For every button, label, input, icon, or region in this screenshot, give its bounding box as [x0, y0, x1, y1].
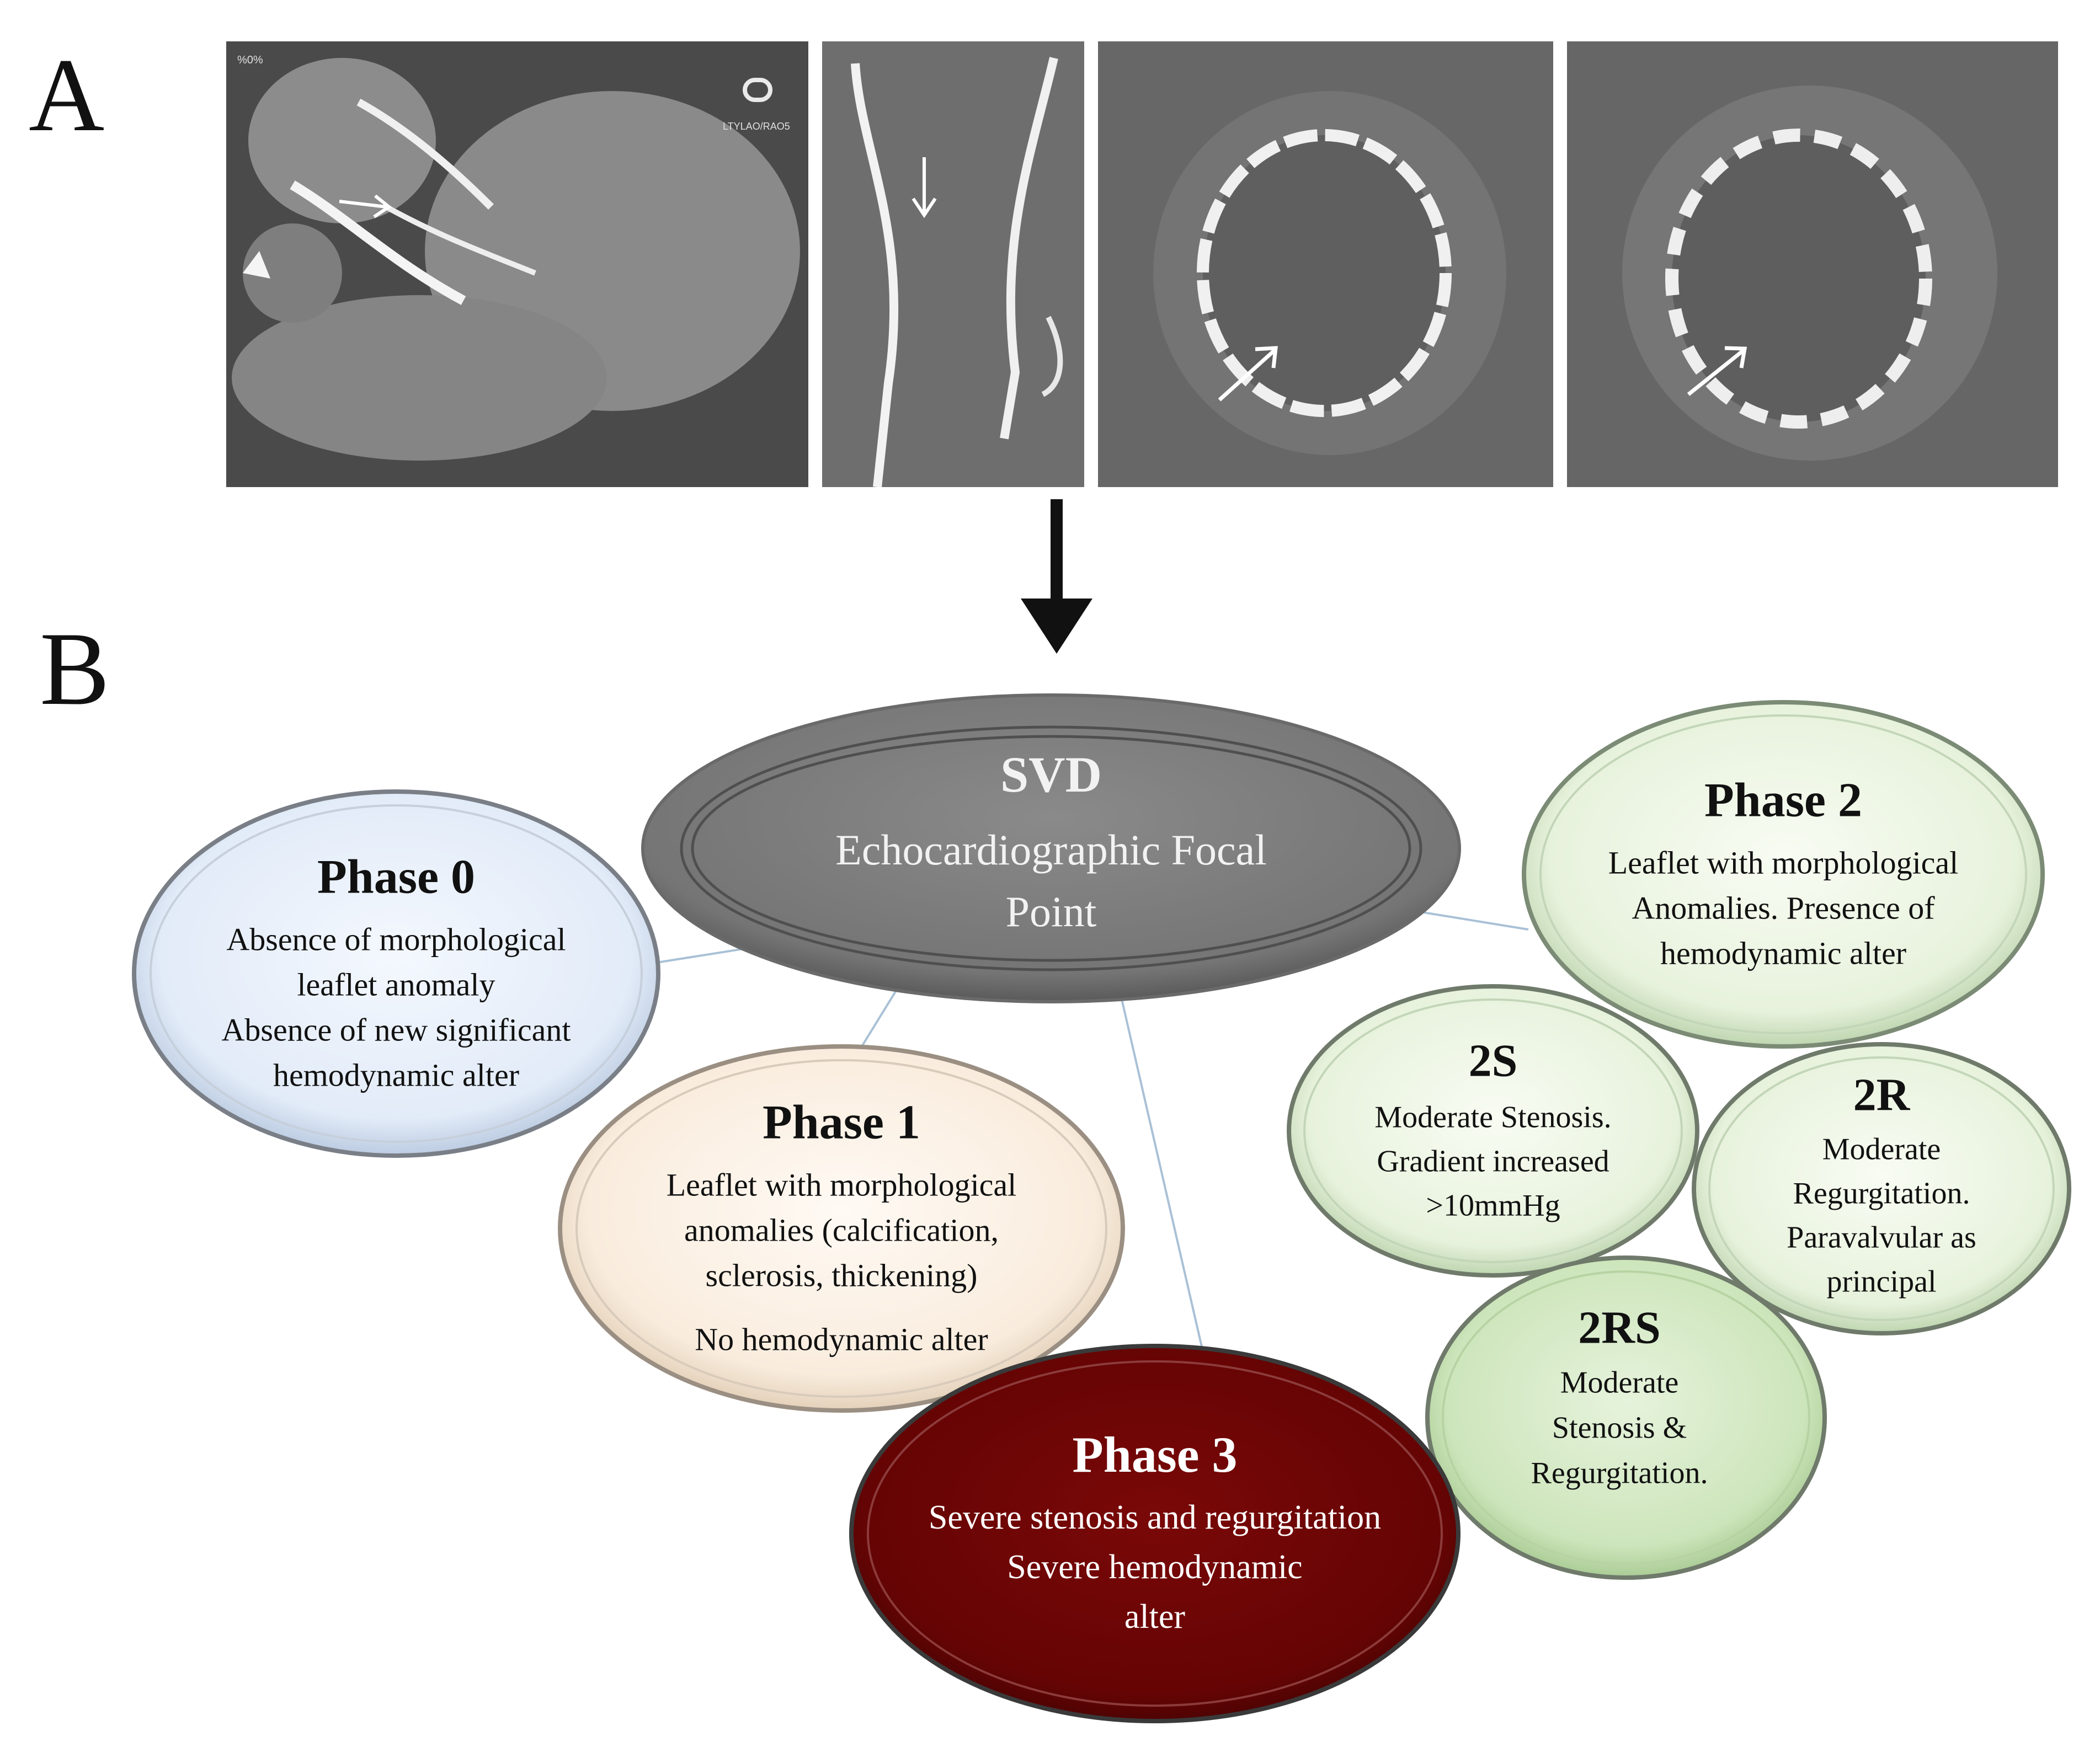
phase1-text: Phase 1 Leaflet with morphological anoma… — [667, 1095, 1017, 1363]
phase2rs-text: 2RS Moderate Stenosis & Regurgitation. — [1531, 1301, 1708, 1496]
phase1-line-1: Leaflet with morphological — [666, 1167, 1017, 1203]
phase2r-text: 2R Moderate Regurgitation. Paravalvular … — [1787, 1069, 1976, 1304]
phase3-ellipse — [849, 1344, 1461, 1723]
phase2rs-line-2: Stenosis & — [1552, 1411, 1687, 1445]
phase2s-title: 2S — [1468, 1035, 1518, 1087]
phase2s-line-3: >10mmHg — [1426, 1188, 1560, 1223]
phase2r-title: 2R — [1853, 1069, 1910, 1121]
phase2r-line-1: Moderate — [1822, 1132, 1941, 1167]
phase0-line-3: Absence of new significant — [221, 1012, 571, 1048]
panel-label-b: B — [40, 611, 110, 727]
phase2r-line-4: principal — [1826, 1264, 1937, 1299]
panel-label-a: A — [29, 38, 105, 153]
phase2r-ellipse — [1692, 1042, 2071, 1335]
center-line-2: Point — [1005, 888, 1097, 936]
ct-image-short-axis-1 — [1098, 41, 1553, 487]
phase1-title: Phase 1 — [762, 1096, 920, 1150]
phase2rs-ellipse — [1425, 1256, 1827, 1580]
phase2s-line-2: Gradient increased — [1377, 1144, 1609, 1179]
ct-image-short-axis-2 — [1567, 41, 2058, 487]
phase0-ellipse — [132, 789, 660, 1158]
ct-image-strip: %0% LTYLAO/RAO5 — [226, 41, 2058, 487]
phase2rs-line-1: Moderate — [1560, 1365, 1679, 1400]
ct-image-long-axis: %0% LTYLAO/RAO5 — [226, 41, 808, 487]
phase2rs-line-3: Regurgitation. — [1531, 1456, 1708, 1490]
phase2s-line-1: Moderate Stenosis. — [1374, 1100, 1612, 1135]
phase3-line-1: Severe stenosis and regurgitation — [928, 1499, 1382, 1536]
phase1-line-2: anomalies (calcification, — [684, 1212, 999, 1248]
phase0-line-4: hemodynamic alter — [273, 1057, 520, 1093]
phase3-text: Phase 3 Severe stenosis and regurgitatio… — [929, 1425, 1381, 1642]
phase0-line-2: leaflet anomaly — [297, 966, 495, 1003]
phase1-line-3: sclerosis, thickening) — [705, 1257, 978, 1294]
ct-overlay-text-1: %0% — [237, 54, 263, 66]
phase0-line-1: Absence of morphological — [226, 921, 566, 958]
center-line-1: Echocardiographic Focal — [835, 826, 1267, 874]
phase2rs-title: 2RS — [1578, 1302, 1661, 1354]
phase0-text: Phase 0 Absence of morphological leaflet… — [222, 850, 571, 1098]
center-ellipse — [641, 693, 1461, 1003]
phase2-text: Phase 2 Leaflet with morphological Anoma… — [1608, 773, 1959, 976]
phase2-line-3: hemodynamic alter — [1660, 935, 1907, 971]
phase3-line-2: Severe hemodynamic — [1007, 1548, 1303, 1586]
phase2-title: Phase 2 — [1704, 773, 1862, 827]
phase1-line-4: No hemodynamic alter — [695, 1321, 988, 1358]
phase2s-text: 2S Moderate Stenosis. Gradient increased… — [1374, 1034, 1611, 1228]
phase2-line-2: Anomalies. Presence of — [1632, 890, 1935, 926]
down-arrow — [1021, 499, 1092, 654]
center-text: SVD Echocardiographic Focal Point — [835, 745, 1267, 943]
phase3-title: Phase 3 — [1072, 1427, 1238, 1483]
phase1-ellipse — [558, 1044, 1125, 1413]
ct-image-coronal — [822, 41, 1084, 487]
phase2-ellipse — [1522, 700, 2045, 1049]
phase0-title: Phase 0 — [317, 850, 475, 904]
phase2r-line-3: Paravalvular as — [1787, 1220, 1976, 1255]
center-title: SVD — [1000, 746, 1102, 803]
ct-overlay-text-2: LTYLAO/RAO5 — [723, 121, 790, 132]
phase2s-ellipse — [1287, 984, 1699, 1278]
phase2r-line-2: Regurgitation. — [1793, 1176, 1970, 1211]
phase2-line-1: Leaflet with morphological — [1608, 845, 1959, 881]
phase3-line-3: alter — [1124, 1598, 1186, 1636]
